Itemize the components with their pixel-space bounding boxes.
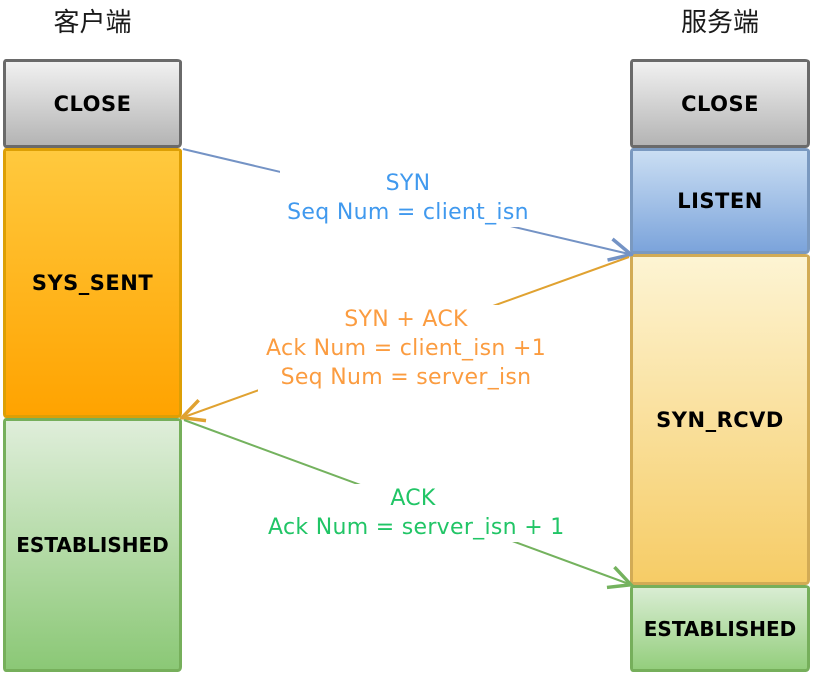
message-ack-line-2: Ack Num = server_isn + 1 [268,515,565,540]
client-state-close-label: CLOSE [53,91,132,116]
client-state-sys-sent: SYS_SENT [3,148,182,418]
client-state-close: CLOSE [3,59,182,148]
server-state-close: CLOSE [630,59,810,148]
message-syn-ack-line-1: SYN + ACK [344,307,468,332]
server-state-syn-rcvd-label: SYN_RCVD [656,407,784,432]
server-state-close-label: CLOSE [681,91,759,116]
client-column-title: 客户端 [53,8,132,38]
message-syn: SYN Seq Num = client_isn [280,169,536,227]
message-syn-line-1: SYN [385,171,431,196]
message-ack: ACK Ack Num = server_isn + 1 [268,484,565,542]
server-state-syn-rcvd: SYN_RCVD [630,254,810,585]
message-syn-ack-line-3: Seq Num = server_isn [280,365,532,390]
message-syn-line-2: Seq Num = client_isn [287,200,529,225]
server-state-established-label: ESTABLISHED [643,616,797,641]
server-state-established: ESTABLISHED [630,585,810,672]
message-syn-ack-line-2: Ack Num = client_isn +1 [265,336,546,361]
client-state-established: ESTABLISHED [3,418,182,672]
message-ack-line-1: ACK [390,486,436,511]
server-state-listen-label: LISTEN [677,189,763,213]
server-state-listen: LISTEN [630,148,810,254]
server-column-title: 服务端 [680,8,759,38]
message-syn-ack: SYN + ACK Ack Num = client_isn +1 Seq Nu… [258,305,554,392]
client-state-established-label: ESTABLISHED [16,533,169,557]
client-state-sys-sent-label: SYS_SENT [31,271,154,295]
